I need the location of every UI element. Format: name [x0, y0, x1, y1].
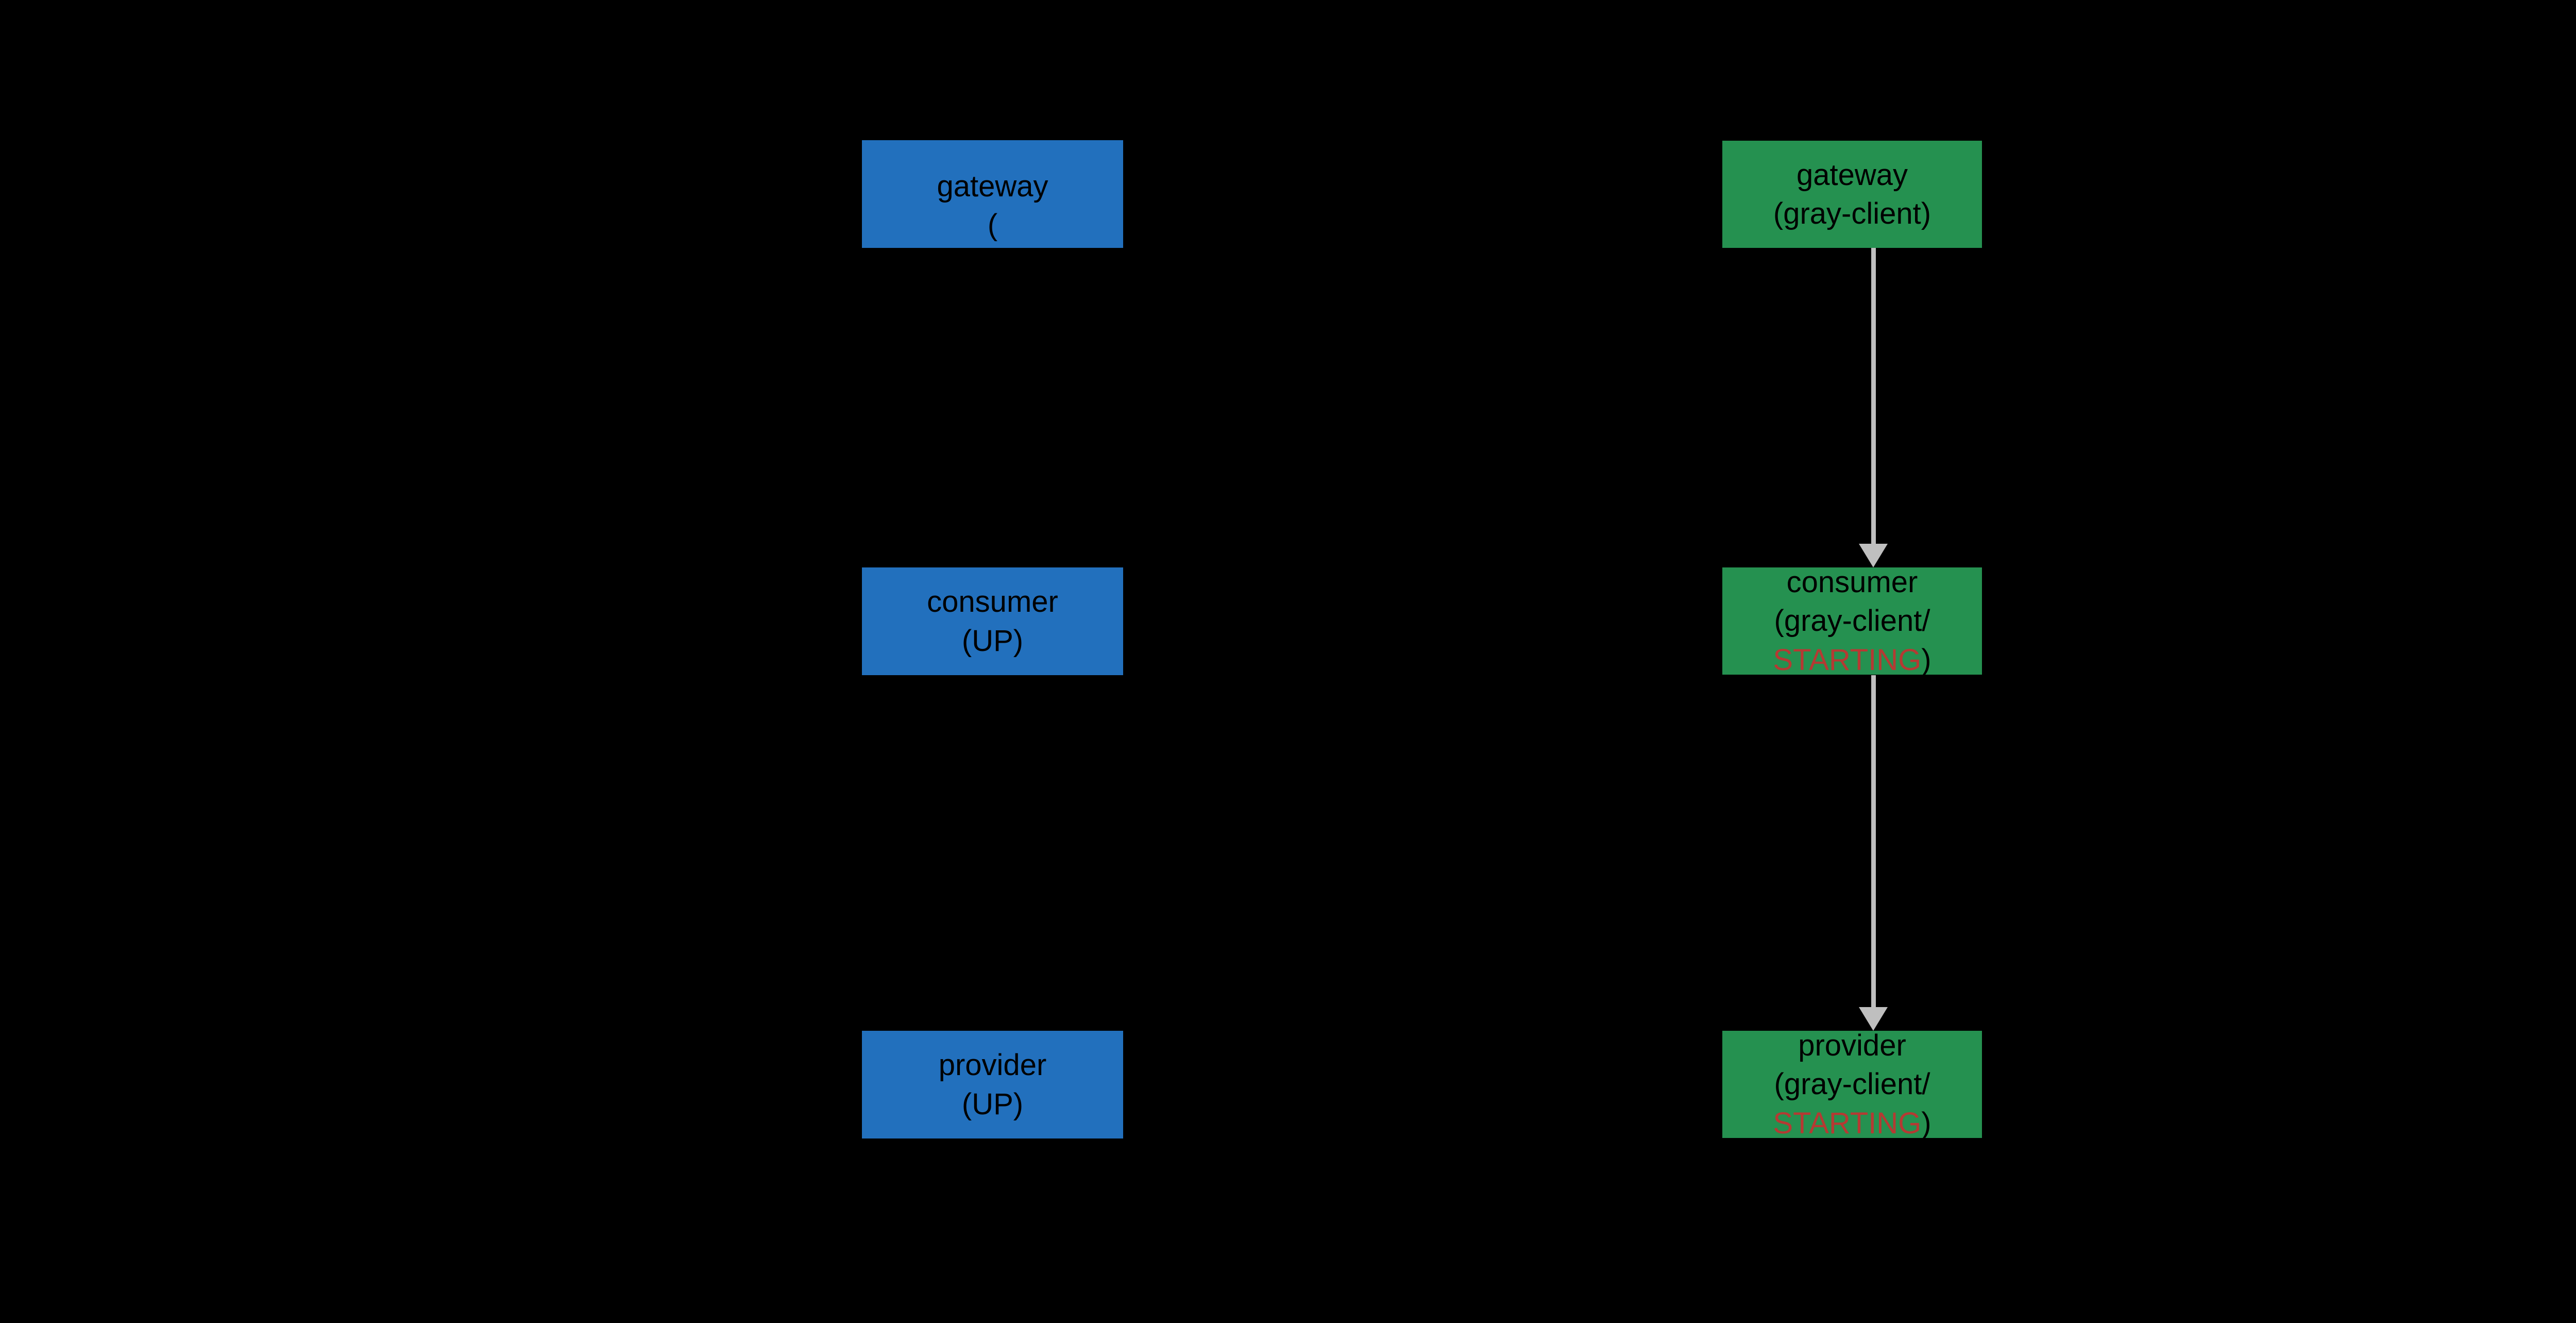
node-left-consumer-service: consumer: [927, 585, 1058, 619]
node-right-consumer-status-line: STARTING): [1773, 641, 1931, 675]
node-right-provider-status-line: STARTING): [1773, 1104, 1931, 1138]
node-left-consumer-detail: (UP): [961, 624, 1024, 658]
arrowhead-icon: [1859, 1007, 1888, 1031]
status-badge-starting: STARTING: [1773, 643, 1922, 675]
node-left-gateway[interactable]: gateway (: [862, 140, 1123, 248]
node-right-provider-service: provider: [1798, 1031, 1906, 1062]
node-left-provider-detail: (UP): [961, 1087, 1024, 1121]
node-right-consumer-detail-suffix: ): [1921, 643, 1931, 675]
node-right-gateway-detail: (gray-client): [1773, 197, 1931, 230]
node-left-consumer[interactable]: consumer (UP): [862, 567, 1123, 675]
node-right-provider[interactable]: provider (gray-client/ STARTING): [1722, 1031, 1982, 1138]
arrowhead-icon: [1859, 544, 1888, 567]
node-left-provider-service: provider: [938, 1048, 1047, 1082]
node-left-gateway-service: gateway: [937, 170, 1048, 203]
node-right-gateway[interactable]: gateway (gray-client): [1722, 141, 1982, 248]
node-right-consumer-detail-prefix: (gray-client/: [1774, 604, 1930, 638]
status-badge-starting: STARTING: [1773, 1106, 1922, 1138]
node-right-provider-detail-prefix: (gray-client/: [1774, 1067, 1930, 1101]
node-left-provider[interactable]: provider (UP): [862, 1031, 1123, 1138]
node-left-gateway-detail: (: [987, 208, 998, 242]
node-right-consumer[interactable]: consumer (gray-client/ STARTING): [1722, 567, 1982, 675]
node-right-consumer-service: consumer: [1786, 567, 1918, 599]
node-right-provider-detail-suffix: ): [1921, 1106, 1931, 1138]
node-right-gateway-service: gateway: [1796, 158, 1908, 192]
